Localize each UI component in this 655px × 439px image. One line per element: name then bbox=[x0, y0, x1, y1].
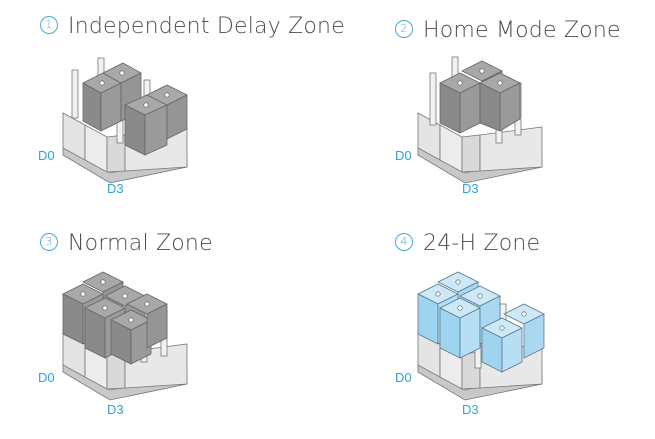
label-d0: D0 bbox=[38, 370, 55, 385]
label-d3: D3 bbox=[107, 181, 124, 196]
label-d0: D0 bbox=[395, 148, 412, 163]
jumper-diagram-4 bbox=[417, 271, 545, 401]
zone-title-2: 2 Home Mode Zone bbox=[395, 18, 621, 43]
zone-title-text: Normal Zone bbox=[68, 231, 213, 256]
zone-number-badge: 1 bbox=[40, 16, 58, 34]
zone-number-badge: 4 bbox=[395, 233, 413, 251]
jumper-diagram-3 bbox=[62, 271, 188, 401]
zone-title-1: 1 Independent Delay Zone bbox=[40, 14, 345, 39]
label-d0: D0 bbox=[38, 148, 55, 163]
label-d0: D0 bbox=[395, 370, 412, 385]
label-d3: D3 bbox=[462, 402, 479, 417]
label-d3: D3 bbox=[107, 402, 124, 417]
jumper-diagram-2 bbox=[417, 56, 543, 184]
zone-title-3: 3 Normal Zone bbox=[40, 231, 213, 256]
zone-number-badge: 2 bbox=[395, 20, 413, 38]
zone-title-text: Independent Delay Zone bbox=[68, 14, 345, 39]
jumper-diagram-1 bbox=[62, 57, 188, 184]
zone-title-text: 24-H Zone bbox=[423, 231, 541, 256]
label-d3: D3 bbox=[462, 181, 479, 196]
zone-number-badge: 3 bbox=[40, 233, 58, 251]
zone-title-text: Home Mode Zone bbox=[423, 18, 621, 43]
zone-title-4: 4 24-H Zone bbox=[395, 231, 540, 256]
